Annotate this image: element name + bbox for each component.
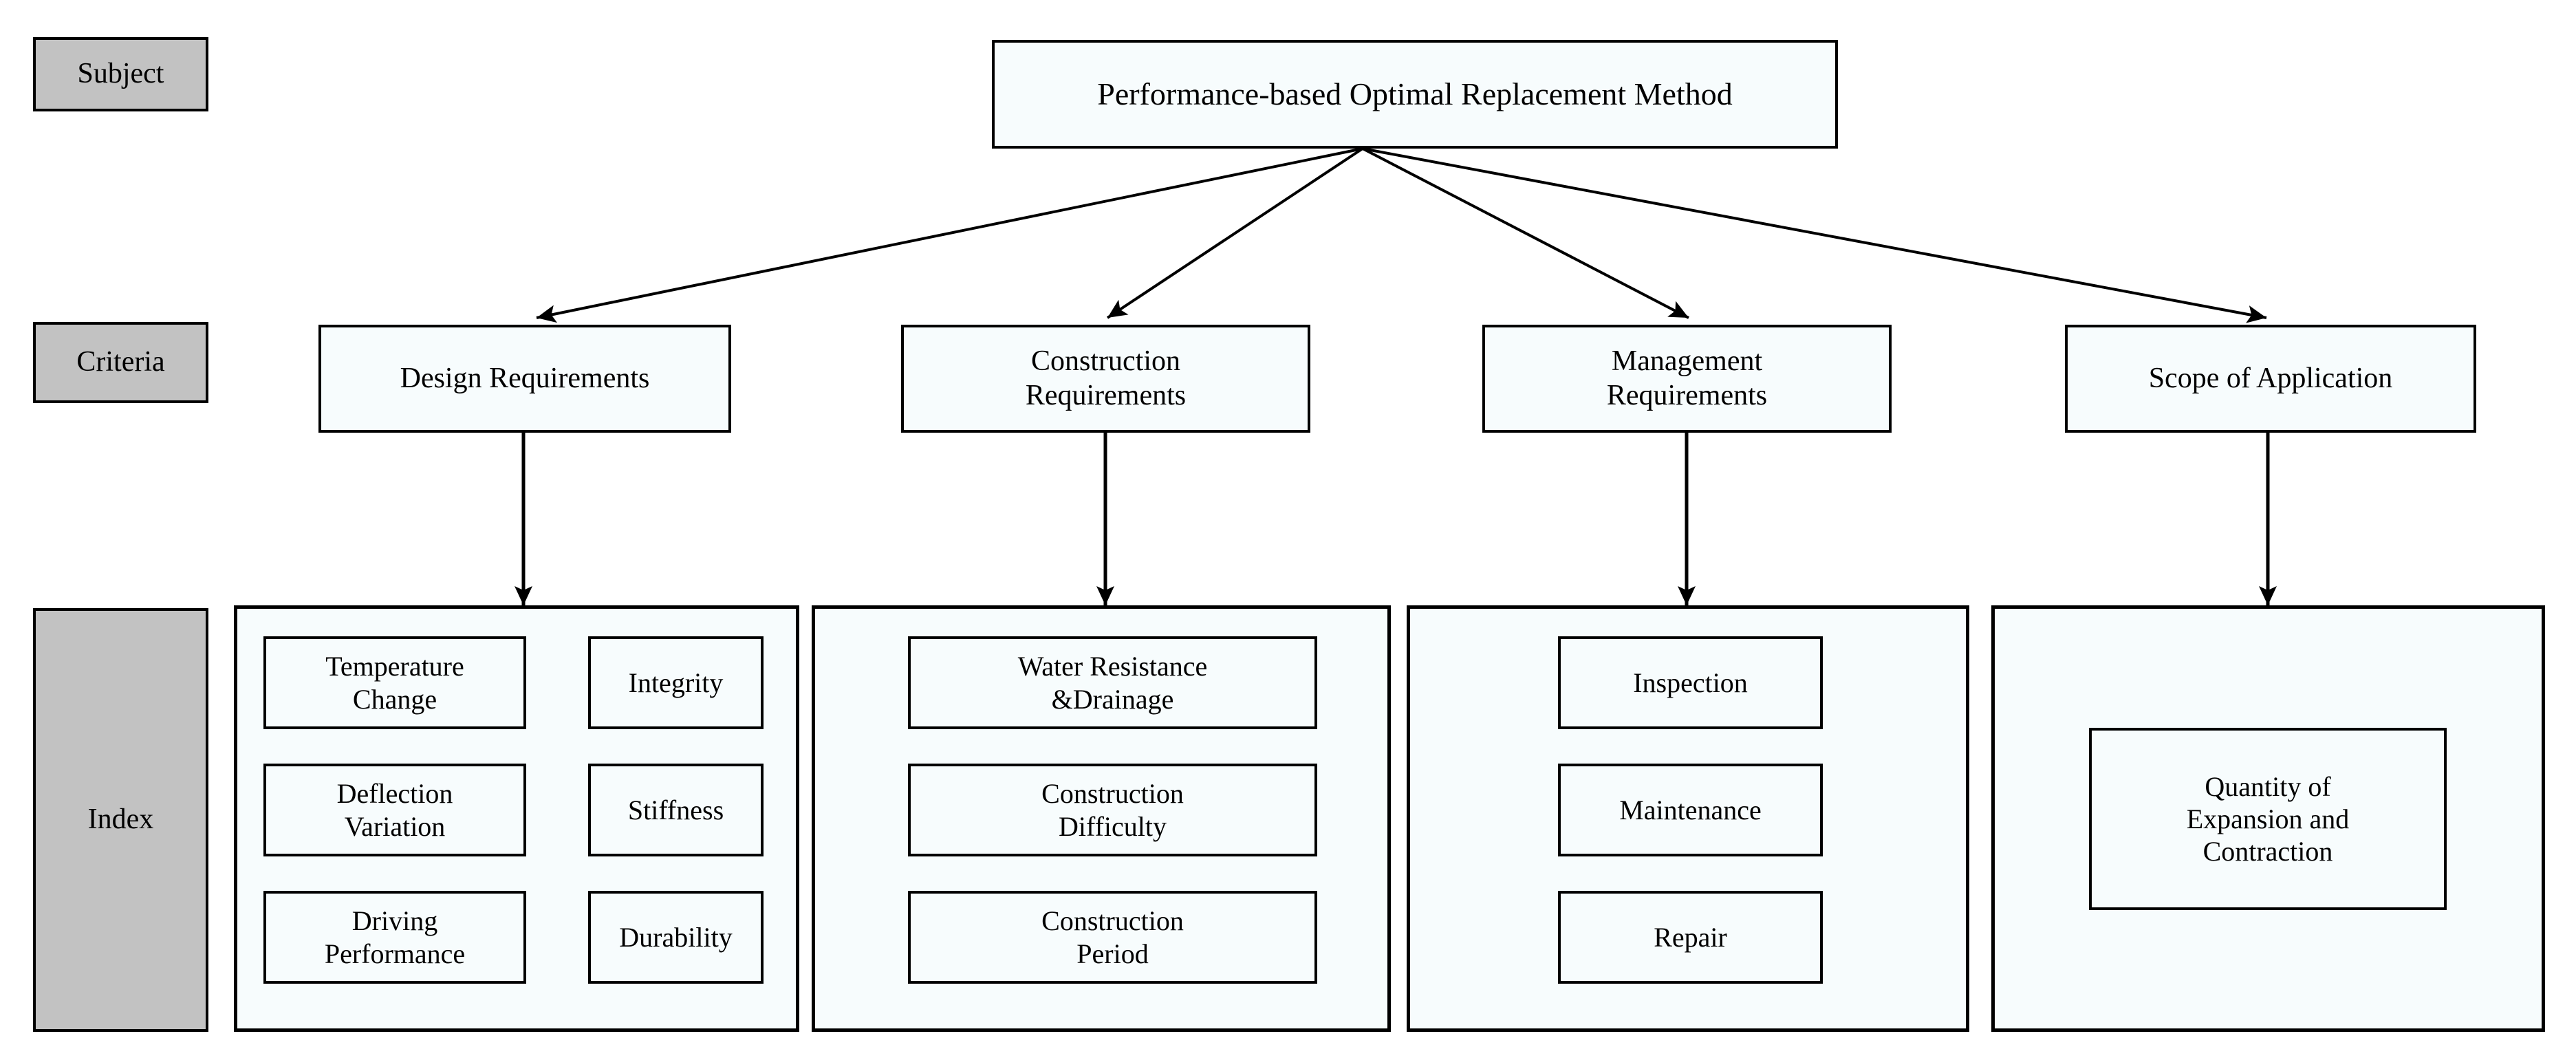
subject-node-label: Performance-based Optimal Replacement Me… — [1097, 76, 1733, 111]
index-item-repair-label: Repair — [1654, 921, 1727, 953]
subject-node[interactable]: Performance-based Optimal Replacement Me… — [992, 40, 1838, 149]
index-item-deflection-variation[interactable]: Deflection Variation — [263, 764, 526, 856]
index-item-construction-period[interactable]: Construction Period — [908, 891, 1317, 984]
edge-subject-to-scope — [1362, 147, 2267, 323]
index-item-temperature-change[interactable]: Temperature Change — [263, 636, 526, 729]
index-item-maintenance-label: Maintenance — [1619, 794, 1762, 825]
index-item-stiffness[interactable]: Stiffness — [588, 764, 764, 856]
index-item-integrity[interactable]: Integrity — [588, 636, 764, 729]
criteria-node-design[interactable]: Design Requirements — [318, 325, 731, 433]
criteria-node-design-label: Design Requirements — [400, 362, 650, 394]
criteria-node-scope-label: Scope of Application — [2148, 362, 2393, 394]
index-item-water-resistance-drainage[interactable]: Water Resistance &Drainage — [908, 636, 1317, 729]
criteria-node-scope[interactable]: Scope of Application — [2065, 325, 2476, 433]
edge-subject-to-management — [1362, 147, 1689, 319]
index-item-maintenance[interactable]: Maintenance — [1558, 764, 1823, 856]
index-item-durability[interactable]: Durability — [588, 891, 764, 984]
row-label-criteria: Criteria — [33, 322, 208, 403]
criteria-node-management[interactable]: Management Requirements — [1482, 325, 1892, 433]
index-item-construction-period-label: Construction Period — [1041, 905, 1184, 969]
edge-subject-to-construction — [1106, 147, 1364, 319]
index-item-integrity-label: Integrity — [628, 667, 724, 698]
index-item-quantity-expansion-contraction-label: Quantity of Expansion and Contraction — [2186, 770, 2350, 867]
row-label-index-text: Index — [87, 803, 154, 836]
row-label-subject-text: Subject — [77, 58, 164, 90]
row-label-subject: Subject — [33, 37, 208, 111]
index-item-construction-difficulty-label: Construction Difficulty — [1041, 778, 1184, 842]
row-label-index: Index — [33, 608, 208, 1032]
index-item-deflection-variation-label: Deflection Variation — [336, 778, 453, 842]
index-item-driving-performance[interactable]: Driving Performance — [263, 891, 526, 984]
index-item-construction-difficulty[interactable]: Construction Difficulty — [908, 764, 1317, 856]
index-item-driving-performance-label: Driving Performance — [324, 905, 466, 969]
criteria-node-construction-label: Construction Requirements — [1025, 345, 1187, 411]
edge-subject-to-design — [536, 147, 1363, 323]
index-item-temperature-change-label: Temperature Change — [325, 651, 464, 715]
index-item-quantity-expansion-contraction[interactable]: Quantity of Expansion and Contraction — [2089, 728, 2447, 910]
criteria-node-construction[interactable]: Construction Requirements — [901, 325, 1310, 433]
index-item-inspection-label: Inspection — [1633, 667, 1748, 698]
index-item-repair[interactable]: Repair — [1558, 891, 1823, 984]
index-item-stiffness-label: Stiffness — [627, 794, 724, 825]
index-item-water-resistance-drainage-label: Water Resistance &Drainage — [1017, 651, 1208, 715]
index-item-inspection[interactable]: Inspection — [1558, 636, 1823, 729]
index-item-durability-label: Durability — [619, 921, 733, 953]
criteria-node-management-label: Management Requirements — [1606, 345, 1768, 411]
row-label-criteria-text: Criteria — [76, 346, 165, 378]
